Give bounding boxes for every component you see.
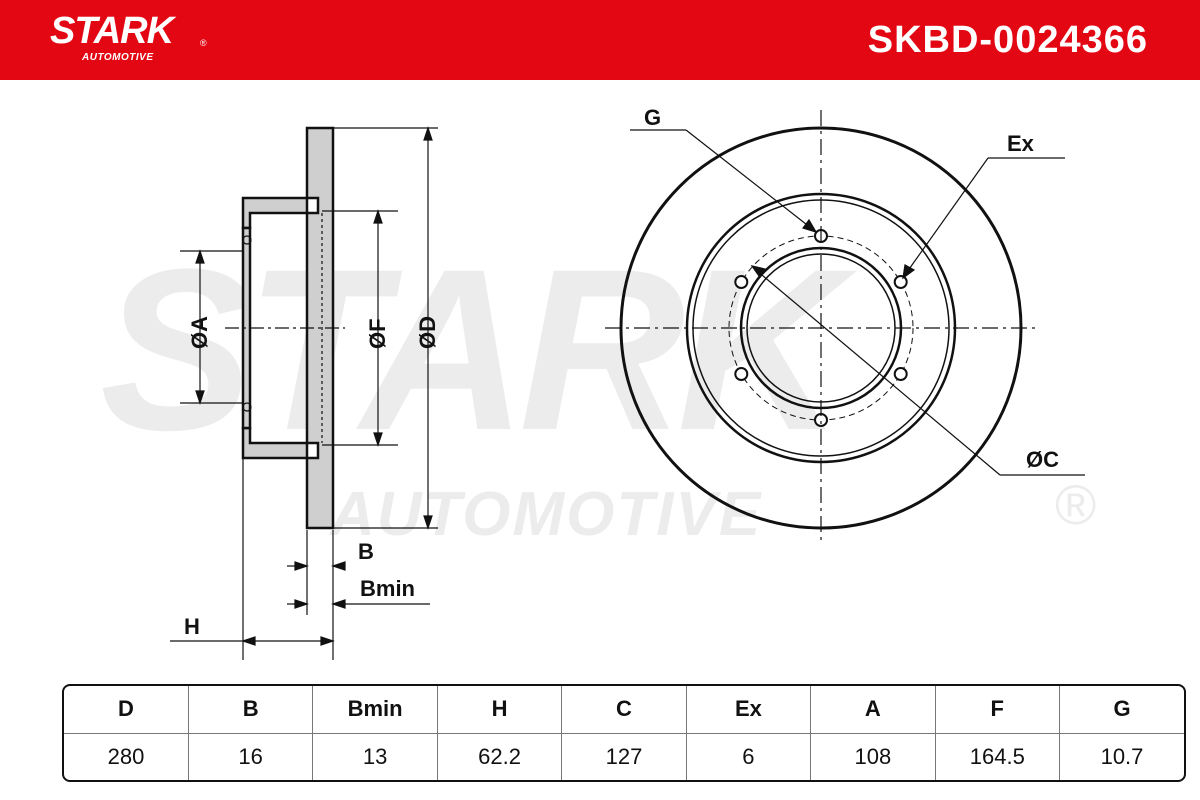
- side-view-details: [242, 213, 323, 443]
- brand-subtitle: AUTOMOTIVE: [82, 52, 154, 63]
- spec-header-d: D: [64, 686, 189, 734]
- hat-lower-wall: [241, 426, 309, 460]
- spec-table: D B Bmin H C Ex A F G 280 16 13 62.2 127…: [62, 684, 1186, 782]
- front-leaders: [630, 129, 1085, 476]
- spec-header-c: C: [561, 686, 687, 734]
- spec-header-f: F: [934, 686, 1060, 734]
- spec-header-ex: Ex: [685, 686, 811, 734]
- header-bar: STARK ® AUTOMOTIVE SKBD-0024366: [0, 0, 1200, 80]
- hole-section-bottom: [242, 402, 252, 412]
- label-height-h: H: [184, 614, 200, 639]
- watermark-brand: STARK: [100, 221, 843, 478]
- spec-header-b: B: [187, 686, 313, 734]
- watermark-registered-mark: ®: [1055, 473, 1097, 536]
- spec-header-bmin: Bmin: [312, 686, 438, 734]
- label-diameter-a: ØA: [187, 316, 212, 349]
- spec-table-header-row: D B Bmin H C Ex A F G: [64, 686, 1184, 734]
- label-holes-ex: Ex: [1007, 131, 1034, 156]
- spec-header-h: H: [436, 686, 562, 734]
- front-centre-lines: [605, 110, 1040, 545]
- label-hole-g: G: [644, 105, 662, 130]
- bolt-hole: [893, 367, 908, 381]
- label-thickness-bmin: Bmin: [360, 576, 415, 601]
- label-diameter-f: ØF: [365, 318, 390, 349]
- spec-header-a: A: [810, 686, 936, 734]
- label-thickness-b: B: [358, 539, 374, 564]
- spec-value-f: 164.5: [934, 733, 1060, 780]
- brand-name: STARK: [50, 10, 174, 52]
- hole-section-top: [242, 235, 252, 245]
- bolt-hole: [734, 275, 749, 289]
- registered-mark: ®: [200, 38, 207, 48]
- spec-table-value-row: 280 16 13 62.2 127 6 108 164.5 10.7: [64, 733, 1184, 780]
- spec-value-d: 280: [107, 743, 145, 769]
- drawing-svg: [170, 110, 1085, 660]
- part-number: SKBD-0024366: [867, 19, 1148, 61]
- spec-value-h: 62.2: [436, 733, 562, 780]
- watermark-subtitle: AUTOMOTIVE: [330, 480, 763, 549]
- bolt-hole: [734, 367, 749, 381]
- brand-logo: STARK ® AUTOMOTIVE: [50, 10, 220, 66]
- label-pitch-c: ØC: [1026, 447, 1059, 472]
- spec-value-b: 16: [187, 733, 313, 780]
- hat-upper-wall: [241, 196, 309, 230]
- technical-drawing: STARK AUTOMOTIVE ®: [0, 80, 1200, 680]
- spec-value-c: 127: [561, 733, 687, 780]
- side-dimensions: [170, 126, 438, 660]
- bolt-hole: [893, 275, 908, 289]
- spec-value-bmin: 13: [312, 733, 438, 780]
- label-diameter-d: ØD: [415, 316, 440, 349]
- spec-value-g: 10.7: [1059, 733, 1184, 780]
- spec-value-ex: 6: [685, 733, 811, 780]
- spec-value-a: 108: [810, 733, 936, 780]
- spec-header-g: G: [1059, 686, 1184, 734]
